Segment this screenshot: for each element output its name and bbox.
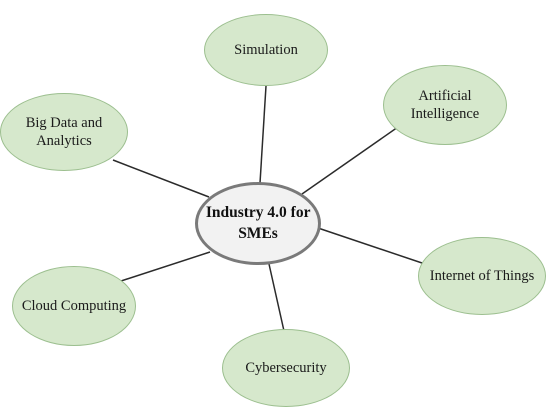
node-big-data-analytics-label-line2: Analytics <box>36 133 92 149</box>
center-node-label-line1: Industry 4.0 for <box>205 204 311 222</box>
node-cloud-computing-label: Cloud Computing <box>21 297 127 314</box>
node-artificial-intelligence-label-line2: Intelligence <box>410 106 480 122</box>
connector-internet-of-things <box>317 227 426 265</box>
connector-big-data-analytics <box>112 159 210 198</box>
connector-cloud-computing <box>120 251 211 282</box>
node-simulation: Simulation <box>204 14 328 86</box>
node-cybersecurity-label: Cybersecurity <box>245 359 327 376</box>
node-cybersecurity: Cybersecurity <box>222 329 350 407</box>
center-node-industry-4-0-smes: Industry 4.0 for SMEs <box>195 182 321 265</box>
center-node-label-line2: SMEs <box>238 224 278 242</box>
connector-artificial-intelligence <box>301 126 399 195</box>
node-big-data-analytics-label-line1: Big Data and <box>25 114 103 131</box>
node-internet-of-things: Internet of Things <box>418 237 546 315</box>
node-internet-of-things-label: Internet of Things <box>429 267 535 284</box>
node-big-data-analytics: Big Data and Analytics <box>0 93 128 171</box>
node-simulation-label: Simulation <box>234 41 298 58</box>
connector-simulation <box>259 85 267 184</box>
connector-cybersecurity <box>268 263 285 332</box>
node-cloud-computing: Cloud Computing <box>12 266 136 346</box>
node-artificial-intelligence: Artificial Intelligence <box>383 65 507 145</box>
node-artificial-intelligence-label-line1: Artificial <box>418 87 472 104</box>
